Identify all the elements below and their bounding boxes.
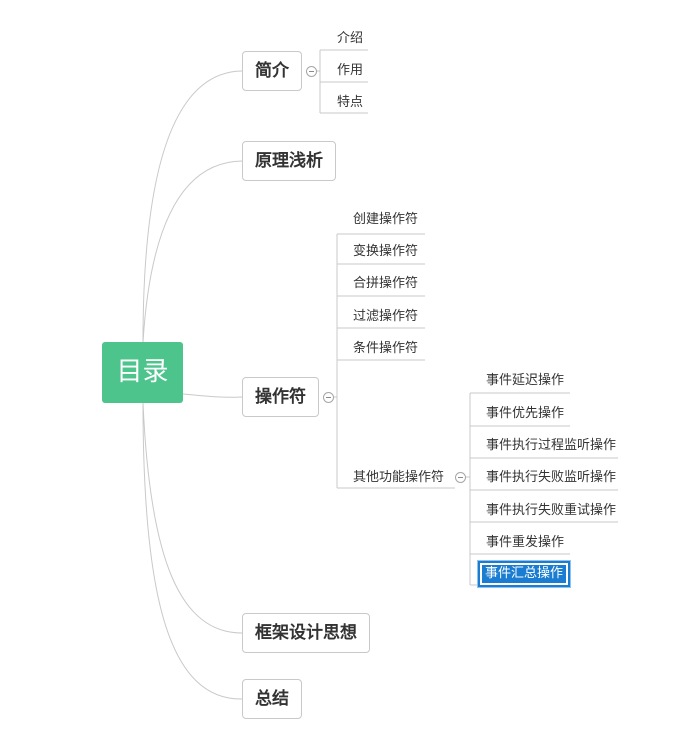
leaf-event-summary-selected[interactable]: 事件汇总操作 [477,561,571,587]
connector-summary [142,402,243,700]
branch-operators[interactable]: 操作符 [242,377,319,417]
leaf-filter-operator[interactable]: 过滤操作符 [353,309,419,324]
branch-summary[interactable]: 总结 [242,679,302,719]
collapse-operators-icon[interactable] [323,392,334,403]
leaf-usage[interactable]: 作用 [337,63,364,78]
collapse-other-icon[interactable] [455,472,466,483]
leaf-transform-operator[interactable]: 变换操作符 [353,244,419,259]
connector-intro [142,70,243,343]
leaf-merge-operator[interactable]: 合拼操作符 [353,276,419,291]
leaf-event-priority[interactable]: 事件优先操作 [486,406,565,421]
branch-framework[interactable]: 框架设计思想 [242,613,370,653]
branch-intro[interactable]: 简介 [242,51,302,91]
leaf-event-delay[interactable]: 事件延迟操作 [486,373,565,388]
leaf-event-process-listen[interactable]: 事件执行过程监听操作 [486,438,617,453]
leaf-event-fail-retry[interactable]: 事件执行失败重试操作 [486,503,617,518]
root-node[interactable]: 目录 [102,342,183,403]
leaf-condition-operator[interactable]: 条件操作符 [353,341,419,356]
connector-principle [142,160,243,343]
leaf-other-operator[interactable]: 其他功能操作符 [353,470,445,485]
connector-framework [142,402,243,634]
leaf-features[interactable]: 特点 [337,95,364,110]
leaf-event-resend[interactable]: 事件重发操作 [486,535,565,550]
leaf-create-operator[interactable]: 创建操作符 [353,212,419,227]
branch-principle[interactable]: 原理浅析 [242,141,336,181]
leaf-intro[interactable]: 介绍 [337,31,364,46]
collapse-intro-icon[interactable] [306,66,317,77]
connector-operators [182,393,243,398]
leaf-event-fail-listen[interactable]: 事件执行失败监听操作 [486,470,617,485]
